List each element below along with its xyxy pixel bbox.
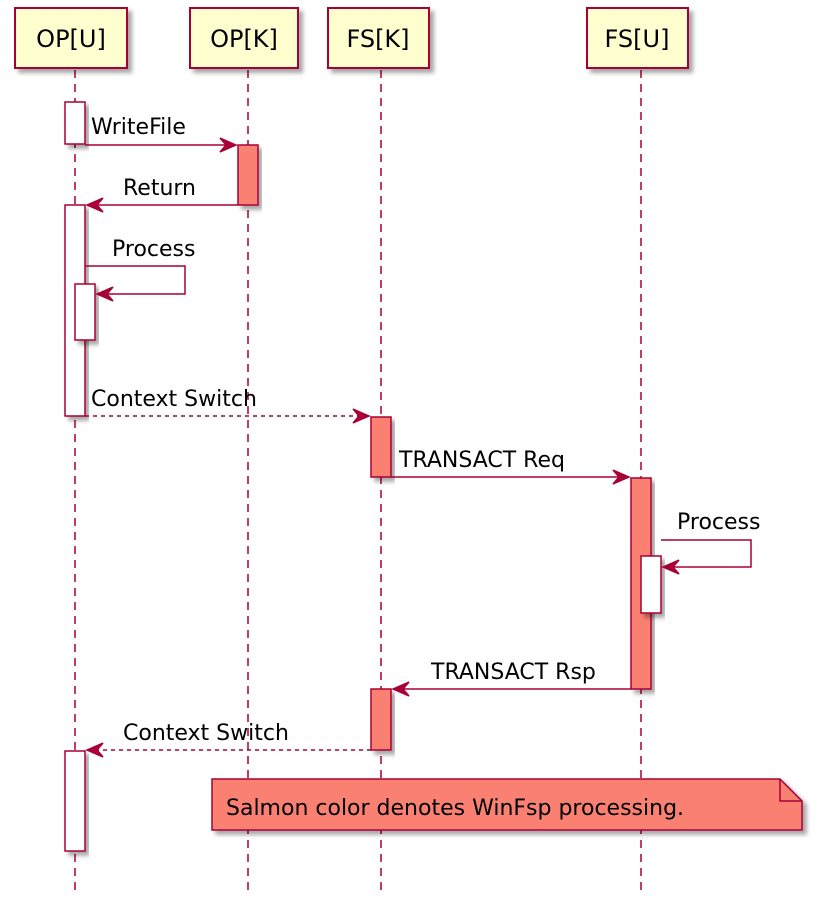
activation-opk-winfsp [237, 144, 259, 206]
message-context-switch-2 [85, 742, 371, 758]
note-text: Salmon color denotes WinFsp processing. [226, 796, 684, 821]
participant-opu: OP[U] [14, 7, 128, 69]
message-label-return: Return [123, 176, 196, 201]
participants: OP[U] OP[K] FS[K] FS[U] [14, 7, 689, 69]
message-label-transact-req: TRANSACT Req [398, 448, 565, 473]
participant-label: OP[U] [36, 25, 106, 53]
message-label-context-switch-2: Context Switch [123, 721, 289, 746]
activation-opu-nested [74, 283, 96, 341]
participant-label: FS[K] [346, 25, 409, 53]
message-labels: WriteFile Return Process Context Switch … [91, 115, 760, 746]
activation-fsk-winfsp-2 [370, 688, 392, 751]
message-label-process-fsu: Process [677, 510, 760, 535]
participant-fsk: FS[K] [327, 7, 430, 69]
message-context-switch-1 [85, 408, 371, 424]
participant-label: OP[K] [210, 25, 278, 53]
activation-opu-1 [64, 101, 86, 145]
message-process-opu [85, 265, 186, 302]
message-return [85, 197, 238, 213]
message-writefile [85, 137, 238, 153]
activation-opu-3 [64, 750, 86, 852]
participant-opk: OP[K] [189, 7, 299, 69]
participant-fsu: FS[U] [586, 7, 689, 69]
message-process-fsu [661, 539, 752, 575]
message-label-context-switch-1: Context Switch [91, 387, 257, 412]
message-transact-rsp [391, 681, 631, 697]
participant-label: FS[U] [605, 25, 670, 53]
note: Salmon color denotes WinFsp processing. [211, 778, 803, 831]
messages [85, 137, 752, 758]
message-transact-req [391, 469, 631, 485]
message-label-transact-rsp: TRANSACT Rsp [430, 660, 596, 685]
activation-fsu-nested [640, 555, 662, 614]
message-label-process-opu: Process [112, 237, 195, 262]
activations [64, 101, 662, 852]
activation-fsk-winfsp-1 [370, 416, 392, 478]
message-label-writefile: WriteFile [91, 115, 186, 140]
